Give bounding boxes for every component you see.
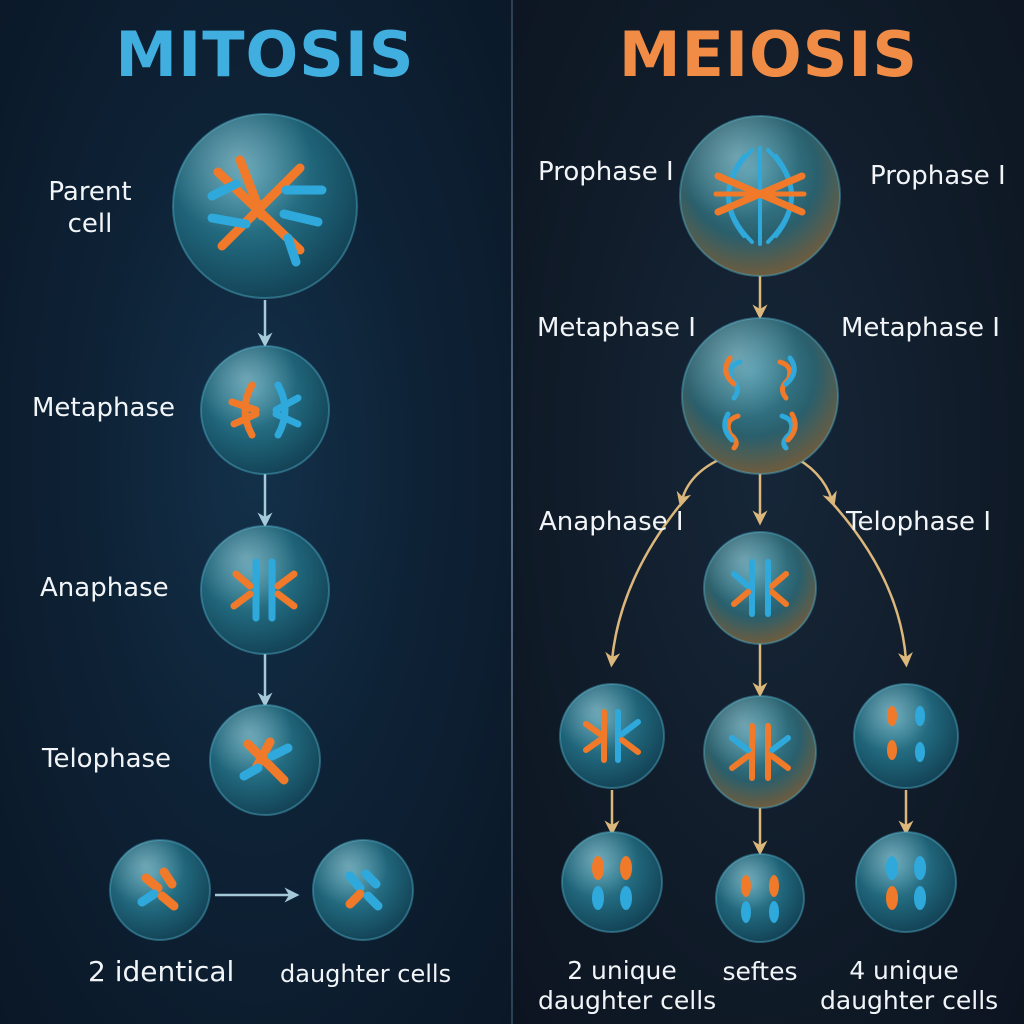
meiosis-daughter-cell-right (855, 831, 957, 933)
meiosis-result-left-line2: daughter cells (538, 986, 717, 1015)
meiosis-second-division-cell-right (853, 683, 959, 789)
mitosis-anaphase-label: Anaphase (40, 573, 169, 603)
meiosis-result-left-line1: 2 unique (567, 956, 677, 985)
mitosis-telophase-cell (209, 704, 321, 816)
meiosis-metaphase-right-label: Metaphase I (841, 313, 1000, 343)
mitosis-result-right-label: daughter cells (280, 960, 452, 988)
meiosis-prophase-cell (679, 115, 841, 277)
arrow-left-branch-down (605, 504, 681, 668)
parent-cell-label: Parent cell (30, 176, 150, 240)
meiosis-prophase-left-label: Prophase I (538, 157, 674, 187)
mitosis-telophase-label: Telophase (42, 744, 172, 774)
meiosis-daughter-cell-left (561, 831, 663, 933)
mitosis-metaphase-cell (200, 345, 330, 475)
mitosis-result-left-label: 2 identical (88, 955, 235, 988)
arrow-right-branch-down (833, 504, 913, 668)
meiosis-prophase-right-label: Prophase I (870, 161, 1006, 191)
meiosis-anaphase-cell (703, 531, 817, 645)
mitosis-metaphase-label: Metaphase (32, 393, 176, 423)
meiosis-result-right-label: 4 unique daughter cells (820, 956, 999, 1016)
mitosis-daughter-cell-right (312, 839, 414, 941)
mitosis-title: MITOSIS (115, 18, 415, 91)
parent-cell-label-line2: cell (67, 209, 113, 239)
meiosis-second-division-cell-left (559, 683, 665, 789)
meiosis-telophase-label: Telophase I (846, 507, 991, 537)
meiosis-anaphase-label: Anaphase I (539, 507, 684, 537)
parent-cell-label-line1: Parent (48, 177, 132, 207)
mitosis-daughter-cell-left (109, 839, 211, 941)
meiosis-metaphase-cell (681, 317, 839, 475)
meiosis-metaphase-left-label: Metaphase I (537, 313, 696, 343)
meiosis-result-right-line2: daughter cells (820, 986, 999, 1015)
mitosis-parent-cell (172, 113, 358, 299)
panel-divider (511, 0, 513, 1024)
mitosis-arrows (215, 300, 300, 903)
meiosis-second-division-cell-middle (703, 695, 817, 809)
mitosis-anaphase-cell (200, 525, 330, 655)
meiosis-title: MEIOSIS (618, 18, 919, 91)
meiosis-arrows (604, 276, 914, 856)
meiosis-result-right-line1: 4 unique (849, 956, 959, 985)
meiosis-daughter-cell-middle (715, 853, 805, 943)
meiosis-result-middle-label: seftes (722, 957, 798, 986)
meiosis-result-left-label: 2 unique daughter cells (538, 956, 717, 1016)
